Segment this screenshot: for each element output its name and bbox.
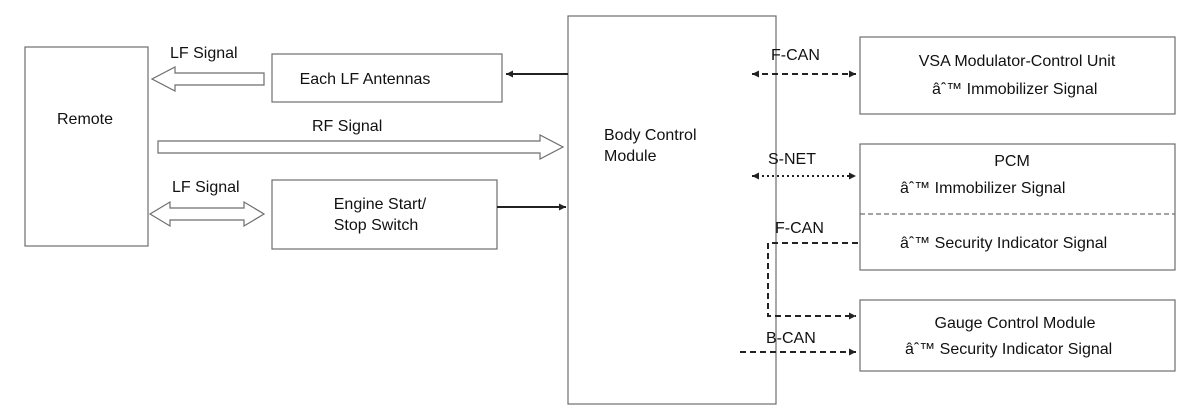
body-control-module-block: Body Control Module [567,15,777,405]
engine-switch-block: Engine Start/ Stop Switch [271,179,498,250]
lf-signal-bottom-arrow [148,200,266,228]
bcan-label: B-CAN [766,330,816,347]
remote-block: Remote [24,46,149,247]
remote-label: Remote [57,111,113,128]
engine-switch-label-line2: Stop Switch [334,217,418,234]
gauge-security-indicator-signal: âˆ™ Security Indicator Signal [905,341,1112,358]
vsa-modulator-block: VSA Modulator-Control Unit âˆ™ Immobiliz… [859,36,1176,115]
rf-signal-label: RF Signal [312,118,382,135]
gauge-title: Gauge Control Module [935,315,1096,332]
lf-signal-top-arrow [150,66,265,92]
bcm-label-line2: Module [604,148,657,165]
vsa-title: VSA Modulator-Control Unit [919,53,1116,70]
lf-antennas-label: Each LF Antennas [300,71,431,88]
pcm-title: PCM [994,153,1030,170]
fcan-vsa-label: F-CAN [771,47,820,64]
gauge-control-module-block: Gauge Control Module âˆ™ Security Indica… [859,299,1176,372]
snet-label: S-NET [768,151,816,168]
pcm-block: PCM âˆ™ Immobilizer Signal âˆ™ Security … [859,143,1176,271]
lf-signal-bottom-label: LF Signal [172,179,240,196]
engine-switch-label-line1: Engine Start/ [334,196,427,213]
pcm-security-indicator-signal: âˆ™ Security Indicator Signal [900,235,1107,252]
pcm-immobilizer-signal: âˆ™ Immobilizer Signal [900,180,1065,197]
vsa-immobilizer-signal: âˆ™ Immobilizer Signal [932,81,1097,98]
fcan-pcm-gauge-label: F-CAN [775,220,824,237]
lf-signal-top-label: LF Signal [170,45,238,62]
lf-antennas-block: Each LF Antennas [271,53,503,103]
rf-signal-arrow [157,134,565,160]
bcm-label-line1: Body Control [604,127,697,144]
fcan-pcm-to-gauge-link [767,242,858,320]
